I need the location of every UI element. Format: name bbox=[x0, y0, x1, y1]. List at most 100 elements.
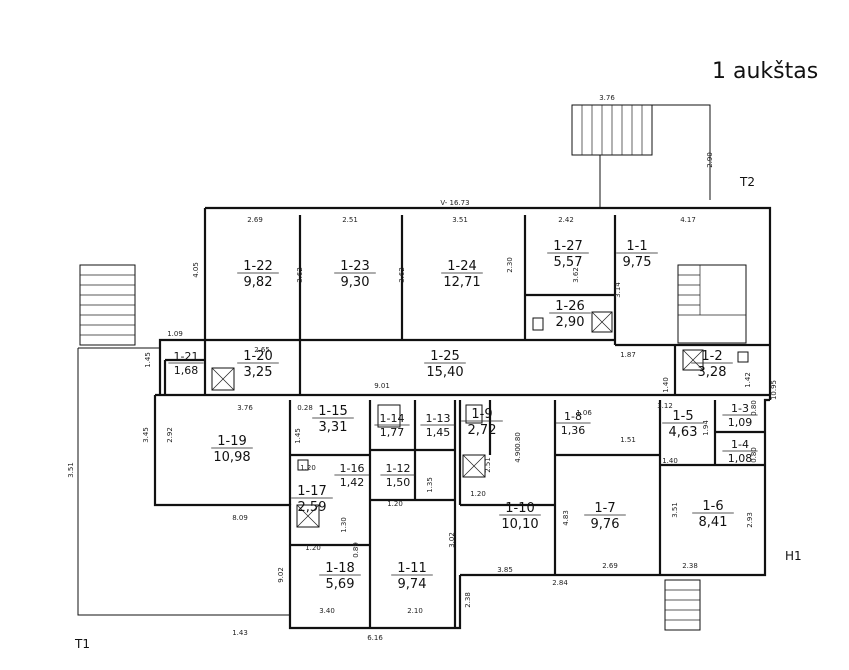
dimension-label: 4.83 bbox=[562, 510, 570, 526]
corner-label-t2: T2 bbox=[739, 175, 755, 189]
room-id: 1-12 bbox=[386, 462, 411, 475]
dimension-label: 8.09 bbox=[232, 514, 248, 522]
dimension-label: 3.40 bbox=[319, 607, 335, 615]
room-id: 1-25 bbox=[430, 349, 460, 364]
room-1-11: 1-119,74 bbox=[391, 561, 433, 592]
dimension-label: 1.45 bbox=[144, 352, 152, 368]
dimension-label: 4.05 bbox=[192, 262, 200, 278]
dimension-label: 3.76 bbox=[599, 94, 615, 102]
room-area: 4,63 bbox=[669, 425, 698, 440]
dimension-label: 2.38 bbox=[682, 562, 698, 570]
room-area: 10,98 bbox=[213, 450, 250, 465]
room-id: 1-10 bbox=[505, 501, 535, 516]
dimension-label: 1.51 bbox=[620, 436, 636, 444]
dimension-label: 2.38 bbox=[464, 592, 472, 608]
room-id: 1-19 bbox=[217, 434, 247, 449]
room-area: 9,82 bbox=[244, 275, 273, 290]
room-1-18: 1-185,69 bbox=[319, 561, 361, 592]
room-1-1: 1-19,75 bbox=[616, 239, 658, 270]
room-area: 9,75 bbox=[623, 255, 652, 270]
dimension-label: 0.28 bbox=[297, 404, 313, 412]
room-area: 12,71 bbox=[443, 275, 480, 290]
dimension-label: 1.43 bbox=[232, 629, 248, 637]
room-id: 1-15 bbox=[318, 404, 348, 419]
room-area: 2,59 bbox=[298, 500, 327, 515]
dimension-label: 3.14 bbox=[614, 282, 622, 298]
room-1-9: 1-92,72 bbox=[461, 407, 503, 438]
room-area: 9,30 bbox=[341, 275, 370, 290]
room-1-22: 1-229,82 bbox=[237, 259, 279, 290]
dimension-label: 3.45 bbox=[142, 427, 150, 443]
room-1-20: 1-203,25 bbox=[237, 349, 279, 380]
room-1-27: 1-275,57 bbox=[547, 239, 589, 270]
dimension-label: 1.20 bbox=[470, 490, 486, 498]
room-id: 1-3 bbox=[731, 402, 749, 415]
room-area: 1,42 bbox=[340, 476, 365, 489]
dimension-label: 1.30 bbox=[340, 517, 348, 533]
room-area: 1,50 bbox=[386, 476, 411, 489]
dimension-label: 3.51 bbox=[67, 462, 75, 478]
dimension-label: 3.76 bbox=[237, 404, 253, 412]
room-area: 1,09 bbox=[728, 416, 753, 429]
room-area: 3,28 bbox=[698, 365, 727, 380]
room-1-5: 1-54,63 bbox=[662, 409, 704, 440]
corner-label-h1: H1 bbox=[785, 549, 802, 563]
room-id: 1-6 bbox=[702, 499, 723, 514]
room-1-2: 1-23,28 bbox=[691, 349, 733, 380]
room-1-23: 1-239,30 bbox=[334, 259, 376, 290]
dimension-label: 0.89 bbox=[352, 542, 360, 558]
dimension-label: 1.94 bbox=[702, 420, 710, 436]
dimension-label: 2.93 bbox=[746, 512, 754, 528]
floor-title: 1 aukštas bbox=[712, 59, 818, 84]
dimension-label: 2.90 bbox=[706, 152, 714, 168]
corner-markers: T1 T2 H1 bbox=[74, 175, 802, 651]
room-area: 5,69 bbox=[326, 577, 355, 592]
room-1-26: 1-262,90 bbox=[549, 299, 591, 330]
room-id: 1-18 bbox=[325, 561, 355, 576]
room-id: 1-11 bbox=[397, 561, 427, 576]
room-area: 1,77 bbox=[380, 426, 405, 439]
room-area: 1,36 bbox=[561, 424, 586, 437]
room-area: 8,41 bbox=[699, 515, 728, 530]
room-id: 1-20 bbox=[243, 349, 273, 364]
interior-walls bbox=[163, 215, 770, 628]
dimension-label: 1.42 bbox=[744, 372, 752, 388]
dimension-label: 3.62 bbox=[296, 267, 304, 283]
dimension-label: 3.62 bbox=[572, 267, 580, 283]
dimension-label: 1.87 bbox=[620, 351, 636, 359]
dimension-label: 2.92 bbox=[166, 427, 174, 443]
dimension-label: 1.40 bbox=[662, 377, 670, 393]
dimension-label: 1.06 bbox=[576, 409, 592, 417]
room-1-3: 1-31,09 bbox=[722, 402, 758, 429]
dimension-label: 1.40 bbox=[662, 457, 678, 465]
room-1-17: 1-172,59 bbox=[291, 484, 333, 515]
dimension-label: 4.90 bbox=[514, 447, 522, 463]
room-area: 15,40 bbox=[426, 365, 463, 380]
room-1-14: 1-141,77 bbox=[374, 412, 410, 439]
room-1-4: 1-41,08 bbox=[722, 438, 758, 465]
dimension-label: 4.17 bbox=[680, 216, 696, 224]
dimension-label: 10.95 bbox=[770, 380, 778, 400]
room-id: 1-9 bbox=[471, 407, 492, 422]
room-1-15: 1-153,31 bbox=[312, 404, 354, 435]
room-area: 2,72 bbox=[468, 423, 497, 438]
dimension-label: 2.42 bbox=[558, 216, 574, 224]
dimension-label: 2.69 bbox=[602, 562, 618, 570]
dimension-label: 1.09 bbox=[167, 330, 183, 338]
dimension-label: 1.35 bbox=[426, 477, 434, 493]
dimension-label: 2.51 bbox=[484, 457, 492, 473]
dimension-label: 3.12 bbox=[657, 402, 673, 410]
room-area: 3,31 bbox=[319, 420, 348, 435]
room-area: 9,76 bbox=[591, 517, 620, 532]
room-1-8: 1-81,36 bbox=[555, 410, 591, 437]
outer-walls bbox=[77, 206, 772, 630]
room-id: 1-13 bbox=[426, 412, 451, 425]
dimension-label: 2.65 bbox=[254, 346, 270, 354]
dimension-label: 1.45 bbox=[294, 428, 302, 444]
